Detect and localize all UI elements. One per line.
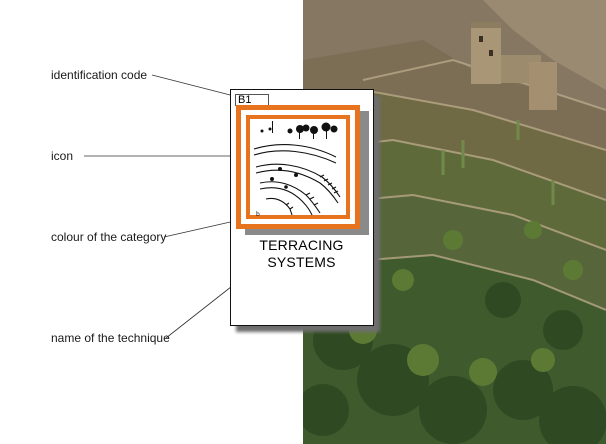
technique-name-line-2: SYSTEMS <box>267 254 336 270</box>
callout-icon: icon <box>51 149 74 163</box>
callout-name-of-technique: name of the technique <box>51 331 170 345</box>
category-colour-frame: b <box>236 105 360 229</box>
callout-colour-of-category: colour of the category <box>51 230 167 244</box>
technique-name-line-1: TERRACING <box>259 237 344 253</box>
technique-card: B1 <box>230 89 374 326</box>
icon-mark: b <box>256 211 260 218</box>
leader-line-identification-code <box>151 74 239 98</box>
icon-inner-frame: b <box>246 115 350 219</box>
callout-identification-code: identification code <box>51 68 148 82</box>
technique-name: TERRACING SYSTEMS <box>231 237 372 271</box>
terraces-icon: b <box>253 121 341 218</box>
